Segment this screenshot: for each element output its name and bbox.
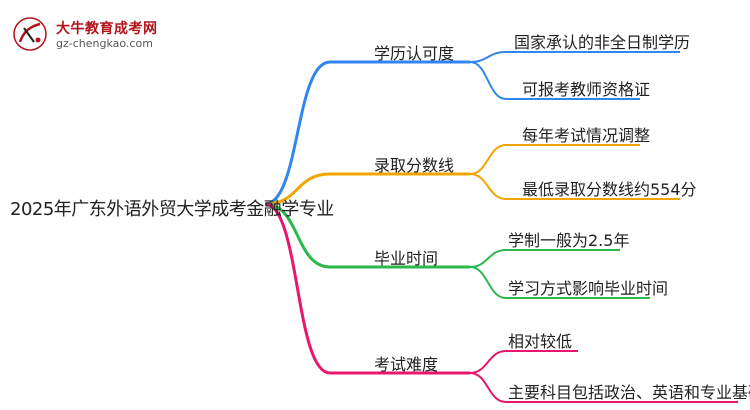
leaf-label: 相对较低: [508, 332, 573, 351]
branch-label-education-recognition: 学历认可度: [374, 44, 455, 63]
connector-branch-2-leaf-1: [469, 144, 640, 175]
connector-branch-3-leaf-2: [469, 266, 650, 299]
connector-branch-1-leaf-2: [469, 61, 640, 100]
connector-branch-4-leaf-2: [469, 372, 738, 403]
logo-mark-icon: [13, 17, 47, 51]
branch-label-graduation-time: 毕业时间: [374, 249, 439, 268]
connector-root-branch-1: [264, 60, 470, 206]
connector-root-branch-4: [264, 202, 470, 375]
branch-label-exam-difficulty: 考试难度: [374, 355, 439, 374]
logo-url: gz-chengkao.com: [56, 37, 153, 50]
leaf-label: 可报考教师资格证: [522, 80, 651, 99]
leaf-label: 学制一般为2.5年: [508, 231, 630, 250]
connector-branch-4-leaf-1: [469, 350, 578, 374]
connector-branch-1-leaf-1: [469, 51, 680, 63]
connector-root-branch-3: [264, 202, 470, 269]
leaf-label: 每年考试情况调整: [522, 126, 651, 145]
connector-root-branch-2: [264, 172, 470, 206]
logo-title: 大牛教育成考网: [56, 21, 158, 37]
connector-branch-2-leaf-2: [469, 173, 680, 200]
connector-branch-3-leaf-1: [469, 249, 620, 268]
leaf-label: 最低录取分数线约554分: [522, 180, 697, 199]
leaf-label: 主要科目包括政治、英语和专业基础课: [508, 383, 750, 402]
leaf-label: 学习方式影响毕业时间: [508, 279, 669, 298]
branch-label-admission-score: 录取分数线: [374, 156, 455, 175]
leaf-label: 国家承认的非全日制学历: [514, 33, 691, 52]
root-node-label: 2025年广东外语外贸大学成考金融学专业: [10, 199, 334, 220]
site-logo[interactable]: 大牛教育成考网 gz-chengkao.com: [8, 14, 168, 54]
